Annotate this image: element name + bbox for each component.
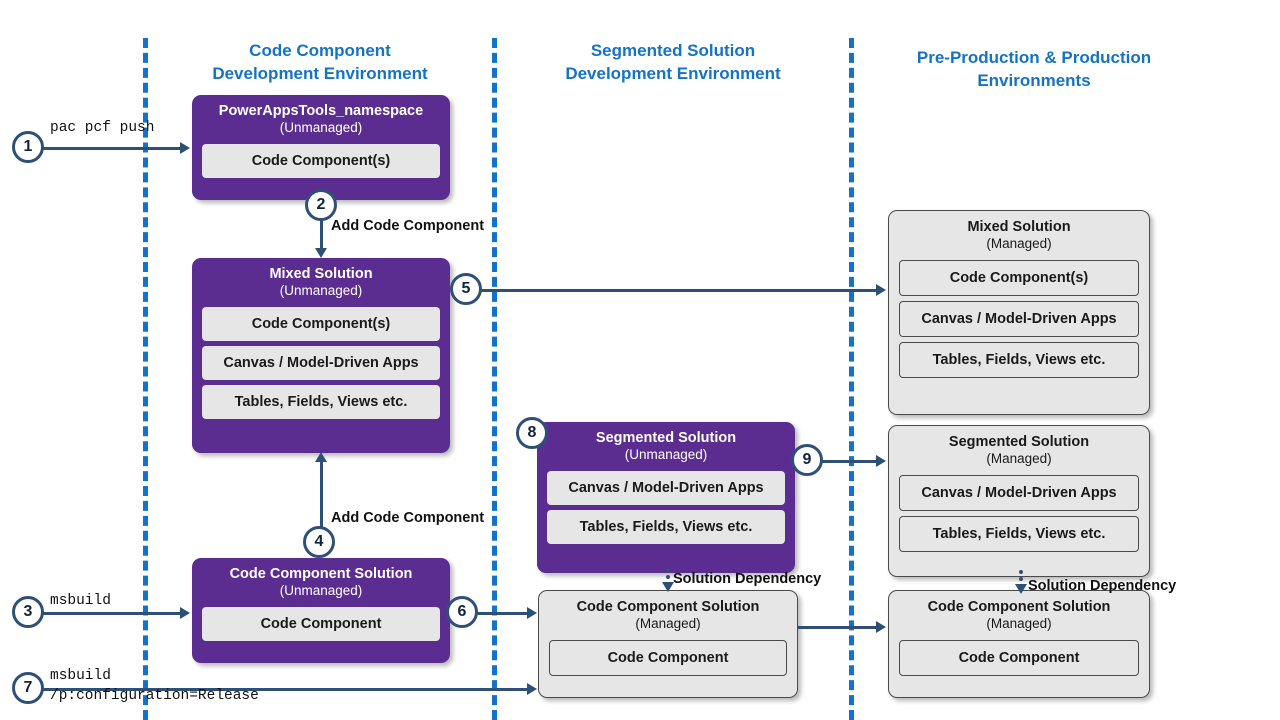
chip-code-components[interactable]: Code Component(s): [202, 144, 440, 179]
box-subtitle: (Unmanaged): [624, 447, 708, 463]
step-circle-2[interactable]: 2: [305, 189, 337, 221]
box-title-main: Code Component Solution: [229, 566, 413, 582]
chip-tables-fields-views[interactable]: Tables, Fields, Views etc.: [547, 510, 785, 545]
arrowhead-solution-dependency-middle: [662, 582, 674, 592]
chip-code-component[interactable]: Code Component: [202, 607, 440, 642]
chip-code-components[interactable]: Code Component(s): [202, 307, 440, 342]
box-title-main: PowerAppsTools_namespace: [218, 103, 424, 119]
box-title-main: Segmented Solution: [948, 434, 1090, 450]
box-code-component-solution-managed-right[interactable]: Code Component Solution (Managed) Code C…: [888, 590, 1150, 698]
connector-middle-to-right-code-component: [798, 626, 878, 629]
lane-title-segmented-solution-dev: Segmented Solution Development Environme…: [523, 40, 823, 86]
box-title: Code Component Solution (Managed): [899, 599, 1139, 632]
chip-tables-fields-views[interactable]: Tables, Fields, Views etc.: [899, 342, 1139, 379]
step-circle-3[interactable]: 3: [12, 596, 44, 628]
chip-code-component[interactable]: Code Component: [549, 640, 787, 677]
label-msbuild-release-line1: msbuild: [50, 668, 111, 684]
chip-tables-fields-views[interactable]: Tables, Fields, Views etc.: [899, 516, 1139, 553]
box-segmented-solution-unmanaged[interactable]: Segmented Solution (Unmanaged) Canvas / …: [537, 422, 795, 573]
chip-tables-fields-views[interactable]: Tables, Fields, Views etc.: [202, 385, 440, 420]
step-circle-7[interactable]: 7: [12, 672, 44, 704]
chip-canvas-model-driven-apps[interactable]: Canvas / Model-Driven Apps: [547, 471, 785, 506]
arrowhead-step6: [527, 607, 537, 619]
arrowhead-step2: [315, 248, 327, 258]
box-title-main: Code Component Solution: [927, 599, 1111, 615]
connector-step3: [40, 612, 180, 615]
box-mixed-solution-managed[interactable]: Mixed Solution (Managed) Code Component(…: [888, 210, 1150, 415]
arrowhead-step5: [876, 284, 886, 296]
box-title: Segmented Solution (Unmanaged): [547, 430, 785, 463]
box-subtitle: (Managed): [635, 616, 701, 632]
chip-canvas-model-driven-apps[interactable]: Canvas / Model-Driven Apps: [899, 301, 1139, 338]
box-subtitle: (Managed): [986, 451, 1052, 467]
box-subtitle: (Unmanaged): [279, 120, 363, 136]
label-msbuild-release: msbuild/p:configuration=Release: [50, 667, 259, 706]
step-circle-4[interactable]: 4: [303, 526, 335, 558]
label-msbuild-release-line2: /p:configuration=Release: [50, 687, 259, 704]
box-title: Code Component Solution (Unmanaged): [202, 566, 440, 599]
connector-solution-dependency-middle: [666, 568, 670, 586]
box-title: Segmented Solution (Managed): [899, 434, 1139, 467]
lane-divider-2: [492, 38, 497, 720]
lane-title-line1: Pre-Production & Production: [916, 48, 1152, 67]
box-title-main: Segmented Solution: [595, 430, 737, 446]
label-msbuild: msbuild: [50, 593, 111, 609]
lane-title-preprod-production: Pre-Production & Production Environments: [884, 47, 1184, 93]
box-title-main: Code Component Solution: [576, 599, 760, 615]
connector-step1: [40, 147, 180, 150]
chip-canvas-model-driven-apps[interactable]: Canvas / Model-Driven Apps: [202, 346, 440, 381]
label-pac-pcf-push: pac pcf push: [50, 120, 155, 136]
connector-step7: [40, 688, 532, 691]
box-title-main: Mixed Solution: [269, 266, 373, 282]
lane-title-code-component-dev: Code Component Development Environment: [170, 40, 470, 86]
label-solution-dependency-middle: Solution Dependency: [673, 571, 822, 587]
label-solution-dependency-right: Solution Dependency: [1028, 578, 1177, 594]
box-title-main: Mixed Solution: [967, 219, 1071, 235]
label-add-code-component-top: Add Code Component: [331, 218, 485, 234]
box-subtitle: (Managed): [986, 236, 1052, 252]
connector-step9: [820, 460, 878, 463]
box-subtitle: (Managed): [986, 616, 1052, 632]
connector-step2: [320, 200, 323, 249]
chip-canvas-model-driven-apps[interactable]: Canvas / Model-Driven Apps: [899, 475, 1139, 512]
lane-divider-3: [849, 38, 854, 720]
box-title: Mixed Solution (Unmanaged): [202, 266, 440, 299]
lane-title-line2: Development Environment: [212, 63, 428, 83]
box-code-component-solution-managed-middle[interactable]: Code Component Solution (Managed) Code C…: [538, 590, 798, 698]
arrowhead-step9: [876, 455, 886, 467]
arrowhead-step7: [527, 683, 537, 695]
chip-code-components[interactable]: Code Component(s): [899, 260, 1139, 297]
arrowhead-solution-dependency-right: [1015, 584, 1027, 594]
arrowhead-step4: [315, 452, 327, 462]
step-circle-6[interactable]: 6: [446, 596, 478, 628]
box-subtitle: (Unmanaged): [279, 283, 363, 299]
connector-step6: [475, 612, 530, 615]
step-circle-9[interactable]: 9: [791, 444, 823, 476]
arrowhead-middle-to-right-code-component: [876, 621, 886, 633]
box-code-component-solution-unmanaged[interactable]: Code Component Solution (Unmanaged) Code…: [192, 558, 450, 663]
arrowhead-step3: [180, 607, 190, 619]
lane-title-line1: Segmented Solution: [590, 41, 756, 60]
arrowhead-step1: [180, 142, 190, 154]
box-title: Mixed Solution (Managed): [899, 219, 1139, 252]
lane-title-line2: Environments: [977, 70, 1091, 90]
box-title: PowerAppsTools_namespace (Unmanaged): [202, 103, 440, 136]
box-mixed-solution-unmanaged[interactable]: Mixed Solution (Unmanaged) Code Componen…: [192, 258, 450, 453]
box-segmented-solution-managed[interactable]: Segmented Solution (Managed) Canvas / Mo…: [888, 425, 1150, 577]
box-title: Code Component Solution (Managed): [549, 599, 787, 632]
label-add-code-component-bottom: Add Code Component: [331, 510, 485, 526]
connector-solution-dependency-right: [1019, 570, 1023, 588]
box-powerappstools-namespace[interactable]: PowerAppsTools_namespace (Unmanaged) Cod…: [192, 95, 450, 200]
lane-title-line1: Code Component: [249, 41, 391, 60]
step-circle-8[interactable]: 8: [516, 417, 548, 449]
step-circle-5[interactable]: 5: [450, 273, 482, 305]
lane-title-line2: Development Environment: [565, 63, 781, 83]
connector-step4: [320, 462, 323, 557]
lane-divider-1: [143, 38, 148, 720]
connector-step5: [478, 289, 878, 292]
chip-code-component[interactable]: Code Component: [899, 640, 1139, 677]
step-circle-1[interactable]: 1: [12, 131, 44, 163]
box-subtitle: (Unmanaged): [279, 583, 363, 599]
